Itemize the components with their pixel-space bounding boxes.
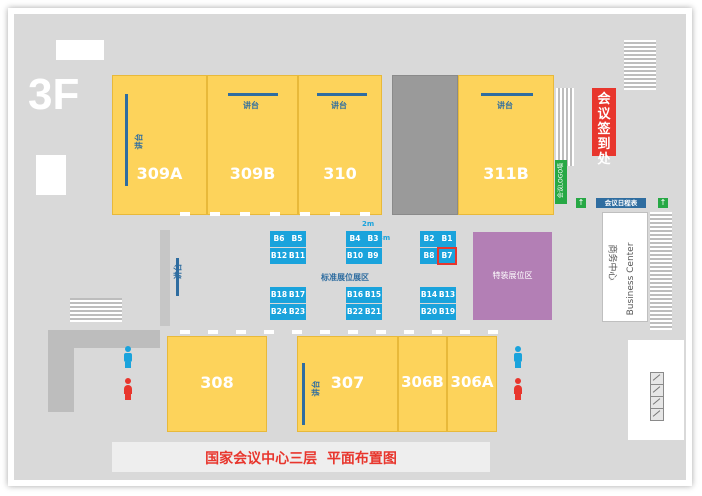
stairs	[624, 40, 656, 90]
booth-b22[interactable]: B22	[346, 304, 364, 320]
podium-label: 讲台	[173, 263, 183, 280]
dimension-width: 3m	[378, 234, 391, 242]
calendar-label: 会议日程表	[604, 199, 638, 207]
podium-bar	[228, 93, 278, 96]
calendar-board[interactable]	[596, 198, 646, 208]
lift-floor-label: 4F	[638, 410, 648, 418]
lift-floor-label: 3F	[638, 398, 648, 406]
booth-b17[interactable]: B17	[288, 287, 306, 303]
gray-room	[392, 75, 458, 215]
booth-b24[interactable]: B24	[270, 304, 288, 320]
hall-label: 308	[200, 373, 234, 392]
podium-bar	[317, 93, 367, 96]
booth-b5[interactable]: B5	[288, 231, 306, 247]
female-restroom-icon	[122, 378, 134, 400]
hall-309b[interactable]: 讲台 309B	[207, 75, 298, 215]
stairs	[556, 88, 574, 166]
business-center-cn: 商务中心	[606, 244, 617, 281]
hall-307[interactable]: 讲台 307	[297, 336, 398, 432]
booth-b18[interactable]: B18	[270, 287, 288, 303]
podium-bar	[302, 363, 305, 425]
booth-b15[interactable]: B15	[364, 287, 382, 303]
title-banner	[112, 442, 490, 472]
hall-label: 306A	[450, 373, 494, 391]
lift-floor-label: 1F	[638, 374, 648, 382]
map-title: 国家会议中心三层 平面布置图	[205, 451, 397, 467]
logo-wall[interactable]	[555, 160, 567, 204]
standard-booth-zone-label: 标准展位展区	[321, 273, 369, 282]
booth-b1[interactable]: B1	[438, 231, 456, 247]
special-booth-label: 特装展位区	[492, 271, 533, 280]
hall-311b[interactable]: 讲台 311B	[458, 75, 554, 215]
booth-b13[interactable]: B13	[438, 287, 456, 303]
male-restroom-icon	[122, 346, 134, 368]
booth-b9[interactable]: B9	[364, 248, 382, 264]
podium-label: 讲台	[243, 101, 259, 110]
elevator-icon[interactable]	[650, 408, 664, 421]
booth-b4[interactable]: B4	[346, 231, 364, 247]
booth-b2[interactable]: B2	[420, 231, 438, 247]
booth-b11[interactable]: B11	[288, 248, 306, 264]
hall-label: 310	[323, 164, 357, 183]
hall-label: 309A	[136, 164, 183, 183]
logo-wall-label: 会议LOGO墙	[557, 162, 565, 199]
podium-bar	[125, 94, 128, 186]
business-center[interactable]	[602, 212, 648, 322]
door-marks	[180, 212, 375, 216]
corridor	[48, 330, 160, 348]
booth-b10[interactable]: B10	[346, 248, 364, 264]
hall-306a[interactable]: 306A	[447, 336, 497, 432]
floor-label: 3F	[28, 70, 80, 119]
booth-b14[interactable]: B14	[420, 287, 438, 303]
female-restroom-icon	[512, 378, 524, 400]
male-restroom-icon	[512, 346, 524, 368]
arrow-icon: ↑	[658, 198, 668, 208]
stairs	[650, 212, 672, 330]
booth-b7[interactable]: B7	[437, 247, 457, 265]
business-center-en: Business Center	[626, 242, 636, 316]
hall-label: 306B	[401, 373, 444, 391]
podium-bar	[176, 258, 179, 296]
stairs	[70, 298, 122, 322]
white-block	[56, 40, 104, 60]
podium-label: 讲台	[497, 101, 513, 110]
special-booth-area[interactable]	[473, 232, 552, 320]
podium-label: 讲台	[331, 101, 347, 110]
arrow-icon: ↑	[576, 198, 586, 208]
dimension-height: 2m	[362, 220, 375, 228]
hall-306b[interactable]: 306B	[398, 336, 447, 432]
registration-label: 会议签到处	[597, 92, 611, 167]
booth-b19[interactable]: B19	[438, 304, 456, 320]
booth-b23[interactable]: B23	[288, 304, 306, 320]
booth-b16[interactable]: B16	[346, 287, 364, 303]
corridor	[48, 330, 74, 412]
booth-b6[interactable]: B6	[270, 231, 288, 247]
booth-b12[interactable]: B12	[270, 248, 288, 264]
white-block	[36, 155, 66, 195]
door-marks	[180, 330, 510, 334]
hall-309a[interactable]: 讲台 309A	[112, 75, 207, 215]
corridor-wall	[160, 230, 170, 326]
hall-label: 309B	[229, 164, 276, 183]
hall-310[interactable]: 讲台 310	[298, 75, 382, 215]
lift-floor-label: 2F	[638, 386, 648, 394]
hall-label: 307	[330, 373, 365, 392]
hall-308[interactable]: 308	[167, 336, 267, 432]
booth-b20[interactable]: B20	[420, 304, 438, 320]
booth-b21[interactable]: B21	[364, 304, 382, 320]
booth-b3[interactable]: B3	[364, 231, 382, 247]
podium-bar	[481, 93, 533, 96]
registration-desk[interactable]	[592, 88, 616, 156]
booth-b8[interactable]: B8	[420, 248, 438, 264]
podium-label: 讲台	[134, 133, 144, 150]
hall-label: 311B	[483, 164, 529, 183]
